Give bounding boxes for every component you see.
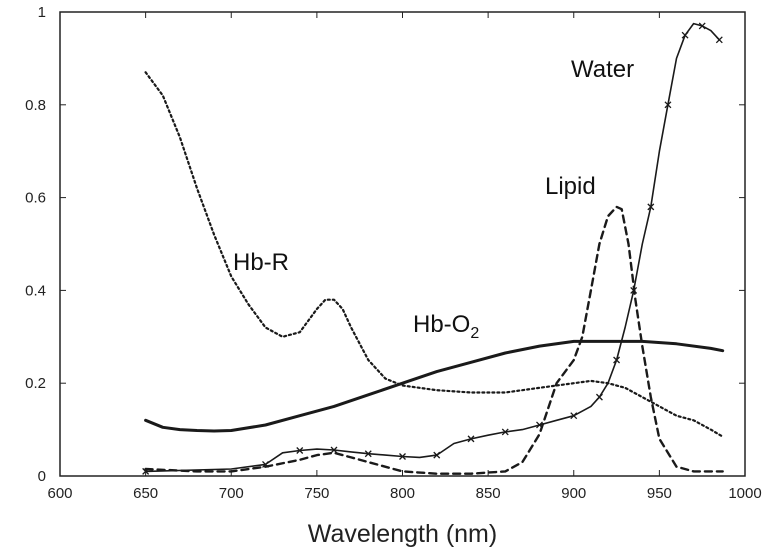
x-tick-label: 700 (219, 485, 244, 502)
water-marker (570, 412, 578, 420)
series-line-hb-r (144, 71, 724, 438)
water-marker (613, 356, 621, 364)
series-layer (142, 22, 725, 475)
water-marker (664, 101, 672, 109)
water-marker (681, 31, 689, 39)
x-tick-label: 950 (647, 485, 672, 502)
water-marker (630, 286, 638, 294)
x-axis: 600 650 700 750 800 850 900 950 1000 (47, 12, 762, 502)
series-line-water (144, 22, 721, 473)
y-tick-label: 0.2 (25, 375, 46, 392)
x-tick-label: 800 (390, 485, 415, 502)
water-marker (698, 22, 706, 30)
series-label-hb-o2-subscript: 2 (470, 325, 479, 342)
series-label-hb-o2: Hb-O2 (413, 311, 479, 342)
series-line-lipid (144, 205, 724, 475)
x-tick-label: 650 (133, 485, 158, 502)
series-line-hb-o2 (144, 339, 725, 433)
y-tick-label: 0.8 (25, 97, 46, 114)
water-marker (142, 467, 150, 475)
water-marker (647, 203, 655, 211)
x-tick-label: 850 (476, 485, 501, 502)
x-axis-title: Wavelength (nm) (308, 520, 497, 548)
water-marker (399, 453, 406, 460)
water-marker (364, 450, 372, 458)
x-tick-label: 750 (304, 485, 329, 502)
series-label-hb-r: Hb-R (233, 249, 289, 276)
x-tick-label: 600 (47, 485, 72, 502)
water-marker (467, 435, 475, 443)
water-marker (262, 460, 269, 468)
series-label-hb-o2-main: Hb-O (413, 311, 470, 338)
x-tick-label: 900 (561, 485, 586, 502)
series-label-water: Water (571, 56, 634, 83)
water-marker (595, 393, 603, 401)
water-marker (330, 446, 338, 454)
water-marker (715, 36, 723, 44)
y-axis: 0 0.2 0.4 0.6 0.8 1 (25, 4, 745, 485)
water-marker (536, 421, 543, 429)
water-marker (296, 447, 304, 454)
y-tick-label: 0.4 (25, 282, 46, 299)
water-marker (433, 451, 441, 459)
series-label-lipid: Lipid (545, 173, 596, 200)
y-tick-label: 1 (38, 4, 46, 21)
y-tick-label: 0.6 (25, 190, 46, 207)
y-tick-label: 0 (38, 468, 46, 485)
water-marker (501, 428, 509, 436)
x-tick-label: 1000 (728, 485, 761, 502)
